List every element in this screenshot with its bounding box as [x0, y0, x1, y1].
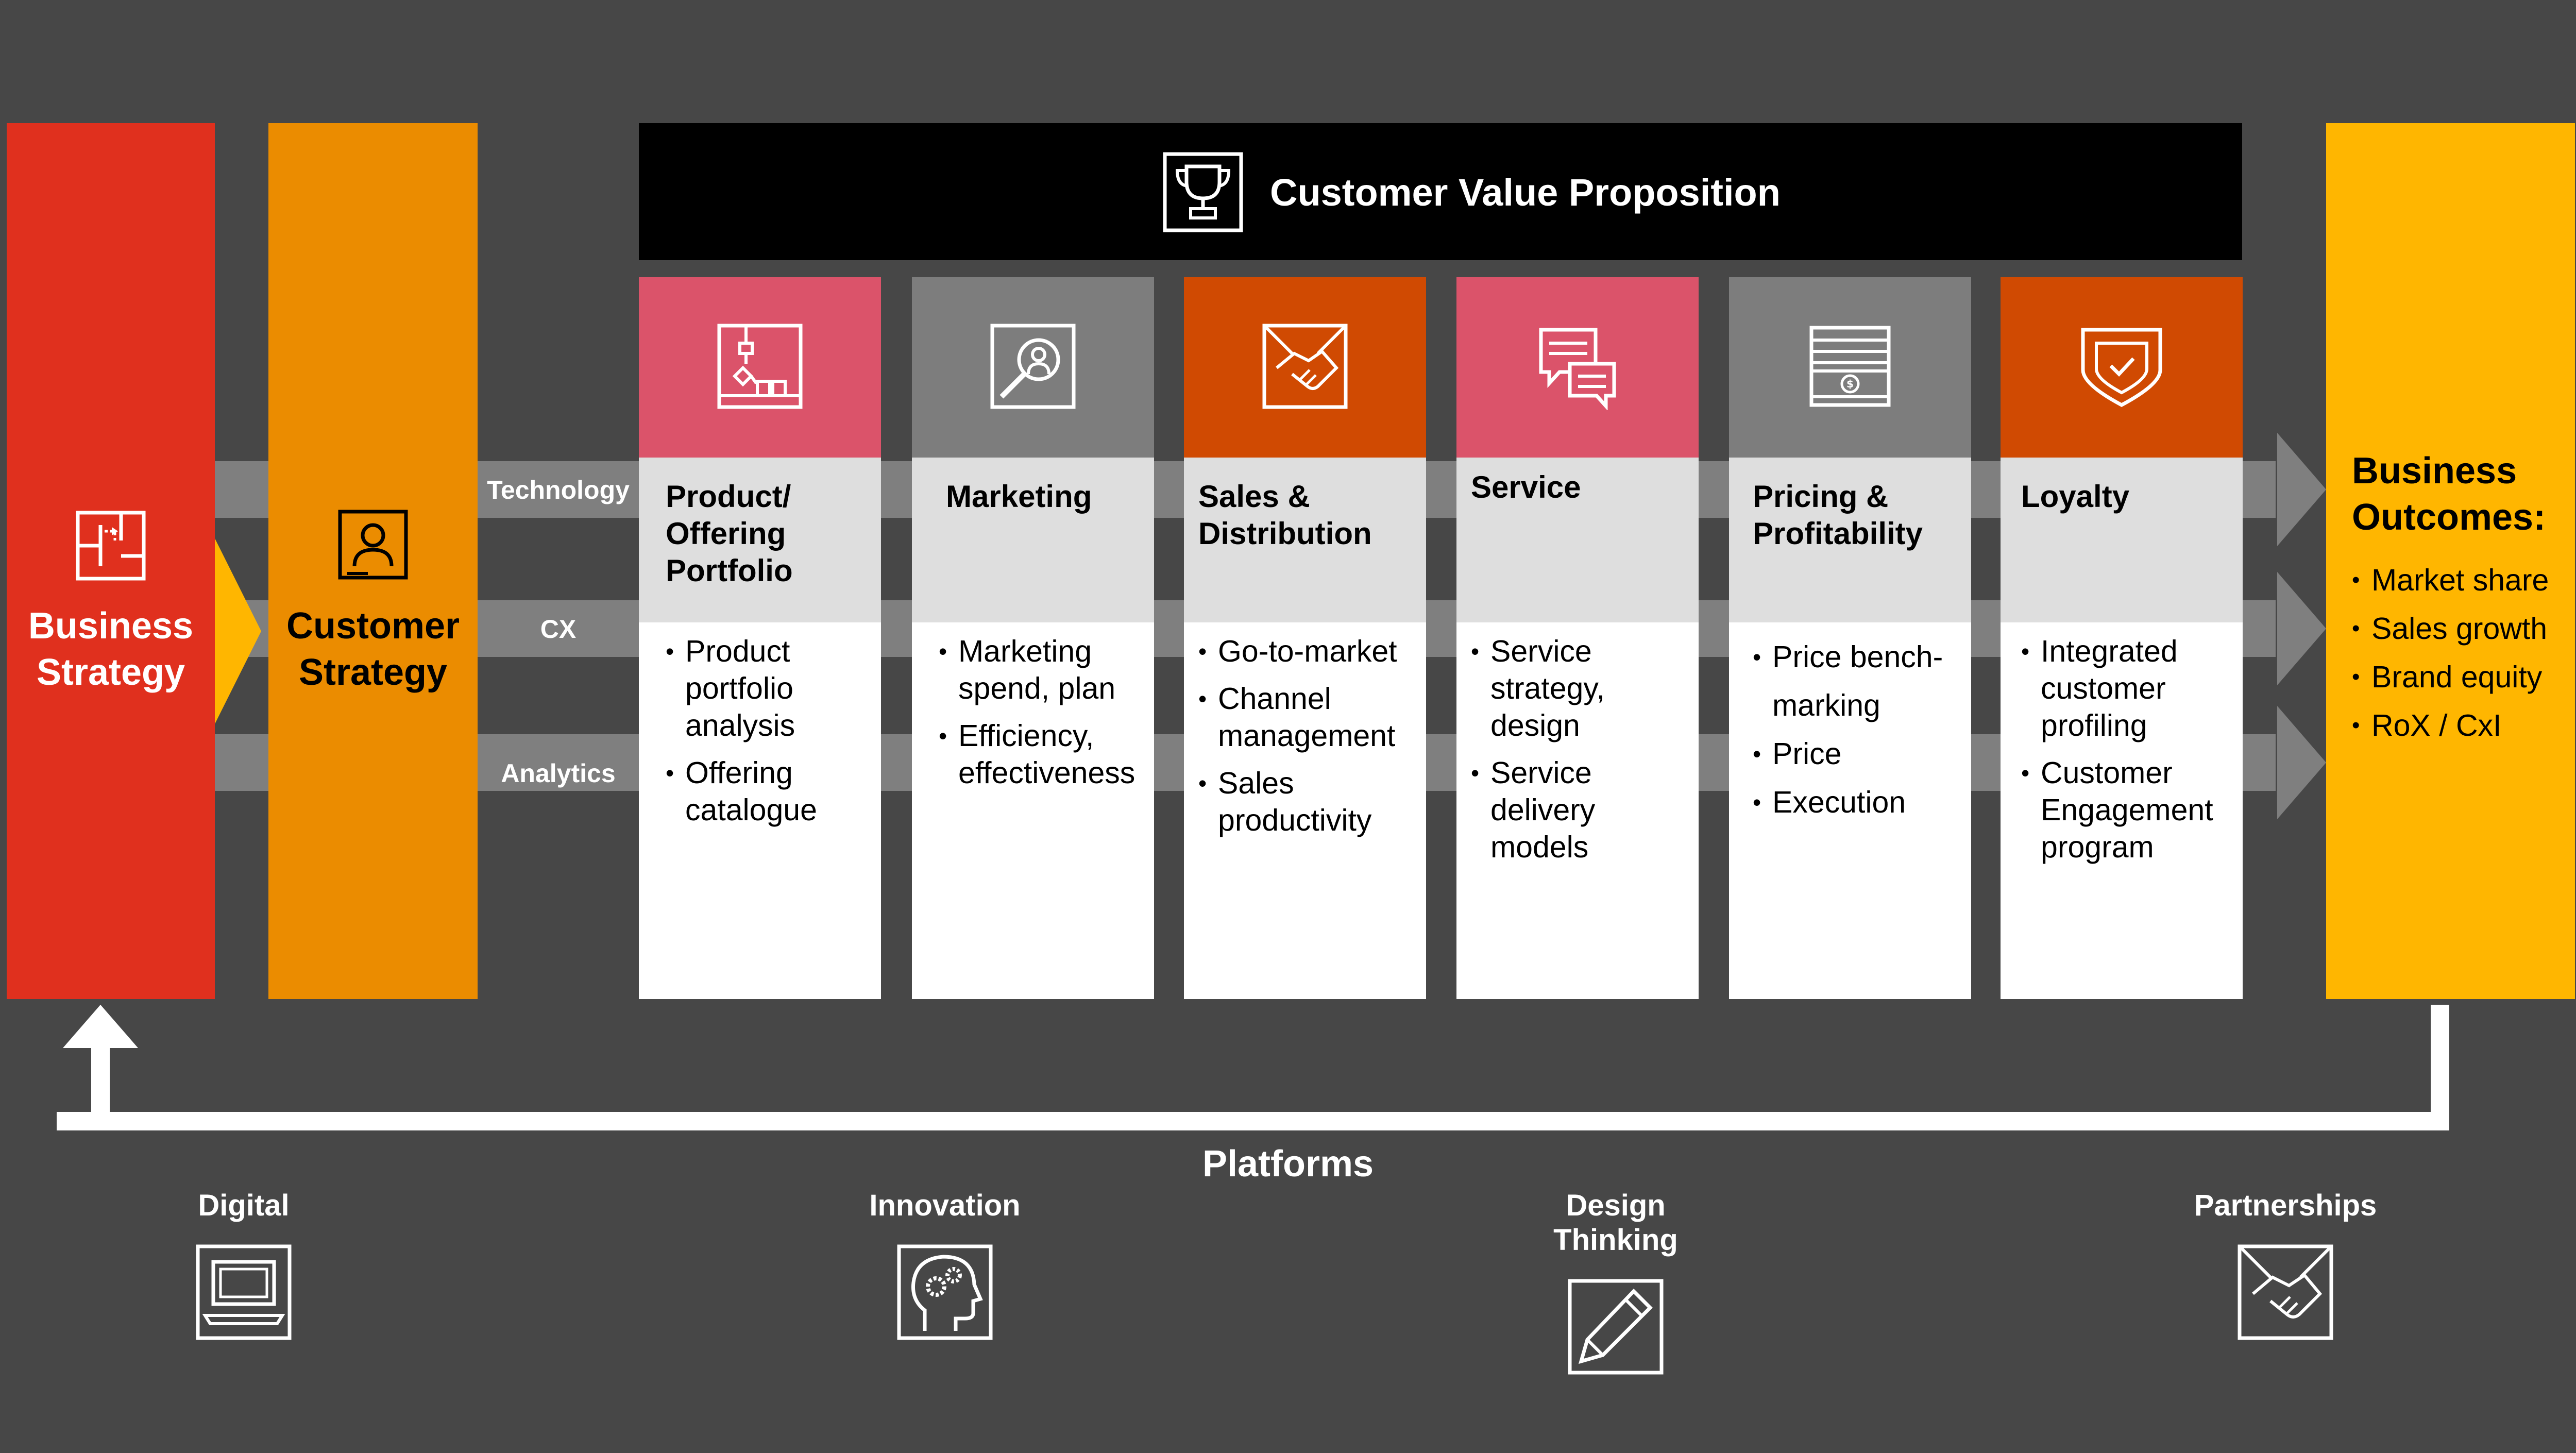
- business-outcomes-title: Business Outcomes:: [2352, 450, 2546, 538]
- list-item: Marketing spend, plan: [939, 633, 1150, 707]
- list-item: Service delivery models: [1471, 754, 1682, 866]
- business-strategy-title: Business Strategy: [28, 605, 194, 693]
- list-item: Go-to-market: [1198, 633, 1410, 670]
- card-title-area: Loyalty: [2001, 458, 2243, 622]
- laptop-icon: [196, 1244, 292, 1340]
- card-bullet-list: Product portfolio analysis Offering cata…: [666, 633, 877, 839]
- function-card-marketing: Marketing Marketing spend, plan Efficien…: [912, 277, 1154, 999]
- shield-check-icon: [2081, 328, 2162, 407]
- function-card-pricing-profitability: $ Pricing & Profitability Price bench-ma…: [1729, 277, 1971, 999]
- customer-strategy-title: Customer Strategy: [286, 605, 460, 693]
- list-item: Brand equity: [2352, 653, 2549, 701]
- function-card-loyalty: Loyalty Integrated customer profiling Cu…: [2001, 277, 2243, 999]
- arrowhead-cx: [2277, 572, 2326, 685]
- card-body: Go-to-market Channel management Sales pr…: [1184, 622, 1426, 999]
- card-body: Product portfolio analysis Offering cata…: [639, 622, 881, 999]
- card-header: [912, 277, 1154, 458]
- list-item: Channel management: [1198, 680, 1410, 754]
- band-label-technology: Technology: [487, 476, 630, 504]
- card-title: Pricing & Profitability: [1753, 479, 1923, 551]
- list-item: Price: [1753, 730, 1964, 778]
- platform-label: Innovation: [869, 1189, 1021, 1222]
- function-card-sales-distribution: Sales & Distribution Go-to-market Channe…: [1184, 277, 1426, 999]
- business-outcomes-list: Market share Sales growth Brand equity R…: [2352, 556, 2549, 750]
- platform-design-thinking: Design Thinking: [1513, 1188, 1719, 1376]
- platform-partnerships: Partnerships: [2182, 1188, 2388, 1341]
- card-header: [1456, 277, 1699, 458]
- card-title: Sales & Distribution: [1198, 479, 1372, 551]
- platform-label: Design Thinking: [1553, 1189, 1678, 1257]
- function-card-product-portfolio: Product/ Offering Portfolio Product port…: [639, 277, 881, 999]
- function-card-service: Service Service strategy, design Service…: [1456, 277, 1699, 999]
- list-item: Offering catalogue: [666, 754, 877, 829]
- customer-value-proposition-header: Customer Value Proposition: [639, 123, 2242, 260]
- card-header: [2001, 277, 2243, 458]
- list-item: Market share: [2352, 556, 2549, 604]
- feedback-loop-arrow: [57, 1005, 2449, 1130]
- band-label-analytics: Analytics: [501, 759, 616, 788]
- magnify-person-icon: [990, 324, 1076, 409]
- card-title-area: Product/ Offering Portfolio: [639, 458, 881, 622]
- list-item: Integrated customer profiling: [2021, 633, 2232, 744]
- handshake-icon: [1262, 324, 1348, 409]
- head-gears-icon: [897, 1244, 993, 1340]
- platforms-heading: Platforms: [1202, 1143, 1374, 1185]
- card-bullet-list: Go-to-market Channel management Sales pr…: [1198, 633, 1410, 849]
- list-item: Customer Engagement program: [2021, 754, 2232, 866]
- card-body: Marketing spend, plan Efficiency, effect…: [912, 622, 1154, 999]
- person-frame-icon: [338, 510, 408, 580]
- card-bullet-list: Marketing spend, plan Efficiency, effect…: [939, 633, 1150, 802]
- flow-plan-icon: [76, 511, 146, 581]
- card-title-area: Sales & Distribution: [1184, 458, 1426, 622]
- list-item: RoX / CxI: [2352, 701, 2549, 750]
- list-item: Execution: [1753, 778, 1964, 826]
- list-item: Product portfolio analysis: [666, 633, 877, 744]
- list-item: Sales productivity: [1198, 765, 1410, 839]
- trophy-icon: [1163, 152, 1243, 232]
- card-title-area: Service: [1456, 458, 1699, 622]
- business-strategy-column: Business Strategy: [7, 123, 215, 999]
- card-title-area: Pricing & Profitability: [1729, 458, 1971, 622]
- card-body: Integrated customer profiling Customer E…: [2001, 622, 2243, 999]
- card-bullet-list: Integrated customer profiling Customer E…: [2021, 633, 2232, 876]
- chat-bubbles-icon: [1539, 328, 1616, 410]
- svg-text:$: $: [1846, 378, 1854, 390]
- card-title: Product/ Offering Portfolio: [666, 479, 793, 588]
- customer-strategy-column: Customer Strategy: [268, 123, 478, 999]
- platform-digital: Digital: [141, 1188, 347, 1341]
- card-title-area: Marketing: [912, 458, 1154, 622]
- card-body: Service strategy, design Service deliver…: [1456, 622, 1699, 999]
- cvp-title: Customer Value Proposition: [1270, 171, 1781, 214]
- platform-label: Partnerships: [2194, 1189, 2377, 1222]
- pencil-icon: [1568, 1279, 1664, 1375]
- card-body: Price bench-marking Price Execution: [1729, 622, 1971, 999]
- strategy-connector-arrow: [215, 538, 261, 724]
- business-outcomes-column: Business Outcomes: Market share Sales gr…: [2326, 123, 2575, 999]
- card-header: [639, 277, 881, 458]
- platform-innovation: Innovation: [842, 1188, 1048, 1341]
- arrowhead-technology: [2277, 433, 2326, 546]
- arrowhead-analytics: [2277, 706, 2326, 819]
- platform-label: Digital: [198, 1189, 290, 1222]
- card-bullet-list: Price bench-marking Price Execution: [1753, 633, 1964, 826]
- portfolio-blocks-icon: [717, 324, 803, 409]
- cash-register-icon: $: [1809, 326, 1891, 407]
- list-item: Efficiency, effectiveness: [939, 717, 1150, 791]
- band-arrowheads: [2277, 433, 2326, 819]
- list-item: Price bench-marking: [1753, 633, 1964, 730]
- card-title: Service: [1471, 470, 1581, 504]
- list-item: Sales growth: [2352, 604, 2549, 653]
- card-bullet-list: Service strategy, design Service deliver…: [1471, 633, 1682, 876]
- list-item: Service strategy, design: [1471, 633, 1682, 744]
- handshake-icon: [2238, 1244, 2333, 1340]
- band-label-cx: CX: [540, 615, 577, 644]
- card-header: [1184, 277, 1426, 458]
- card-header: $: [1729, 277, 1971, 458]
- card-title: Marketing: [946, 479, 1092, 514]
- card-title: Loyalty: [2021, 479, 2130, 514]
